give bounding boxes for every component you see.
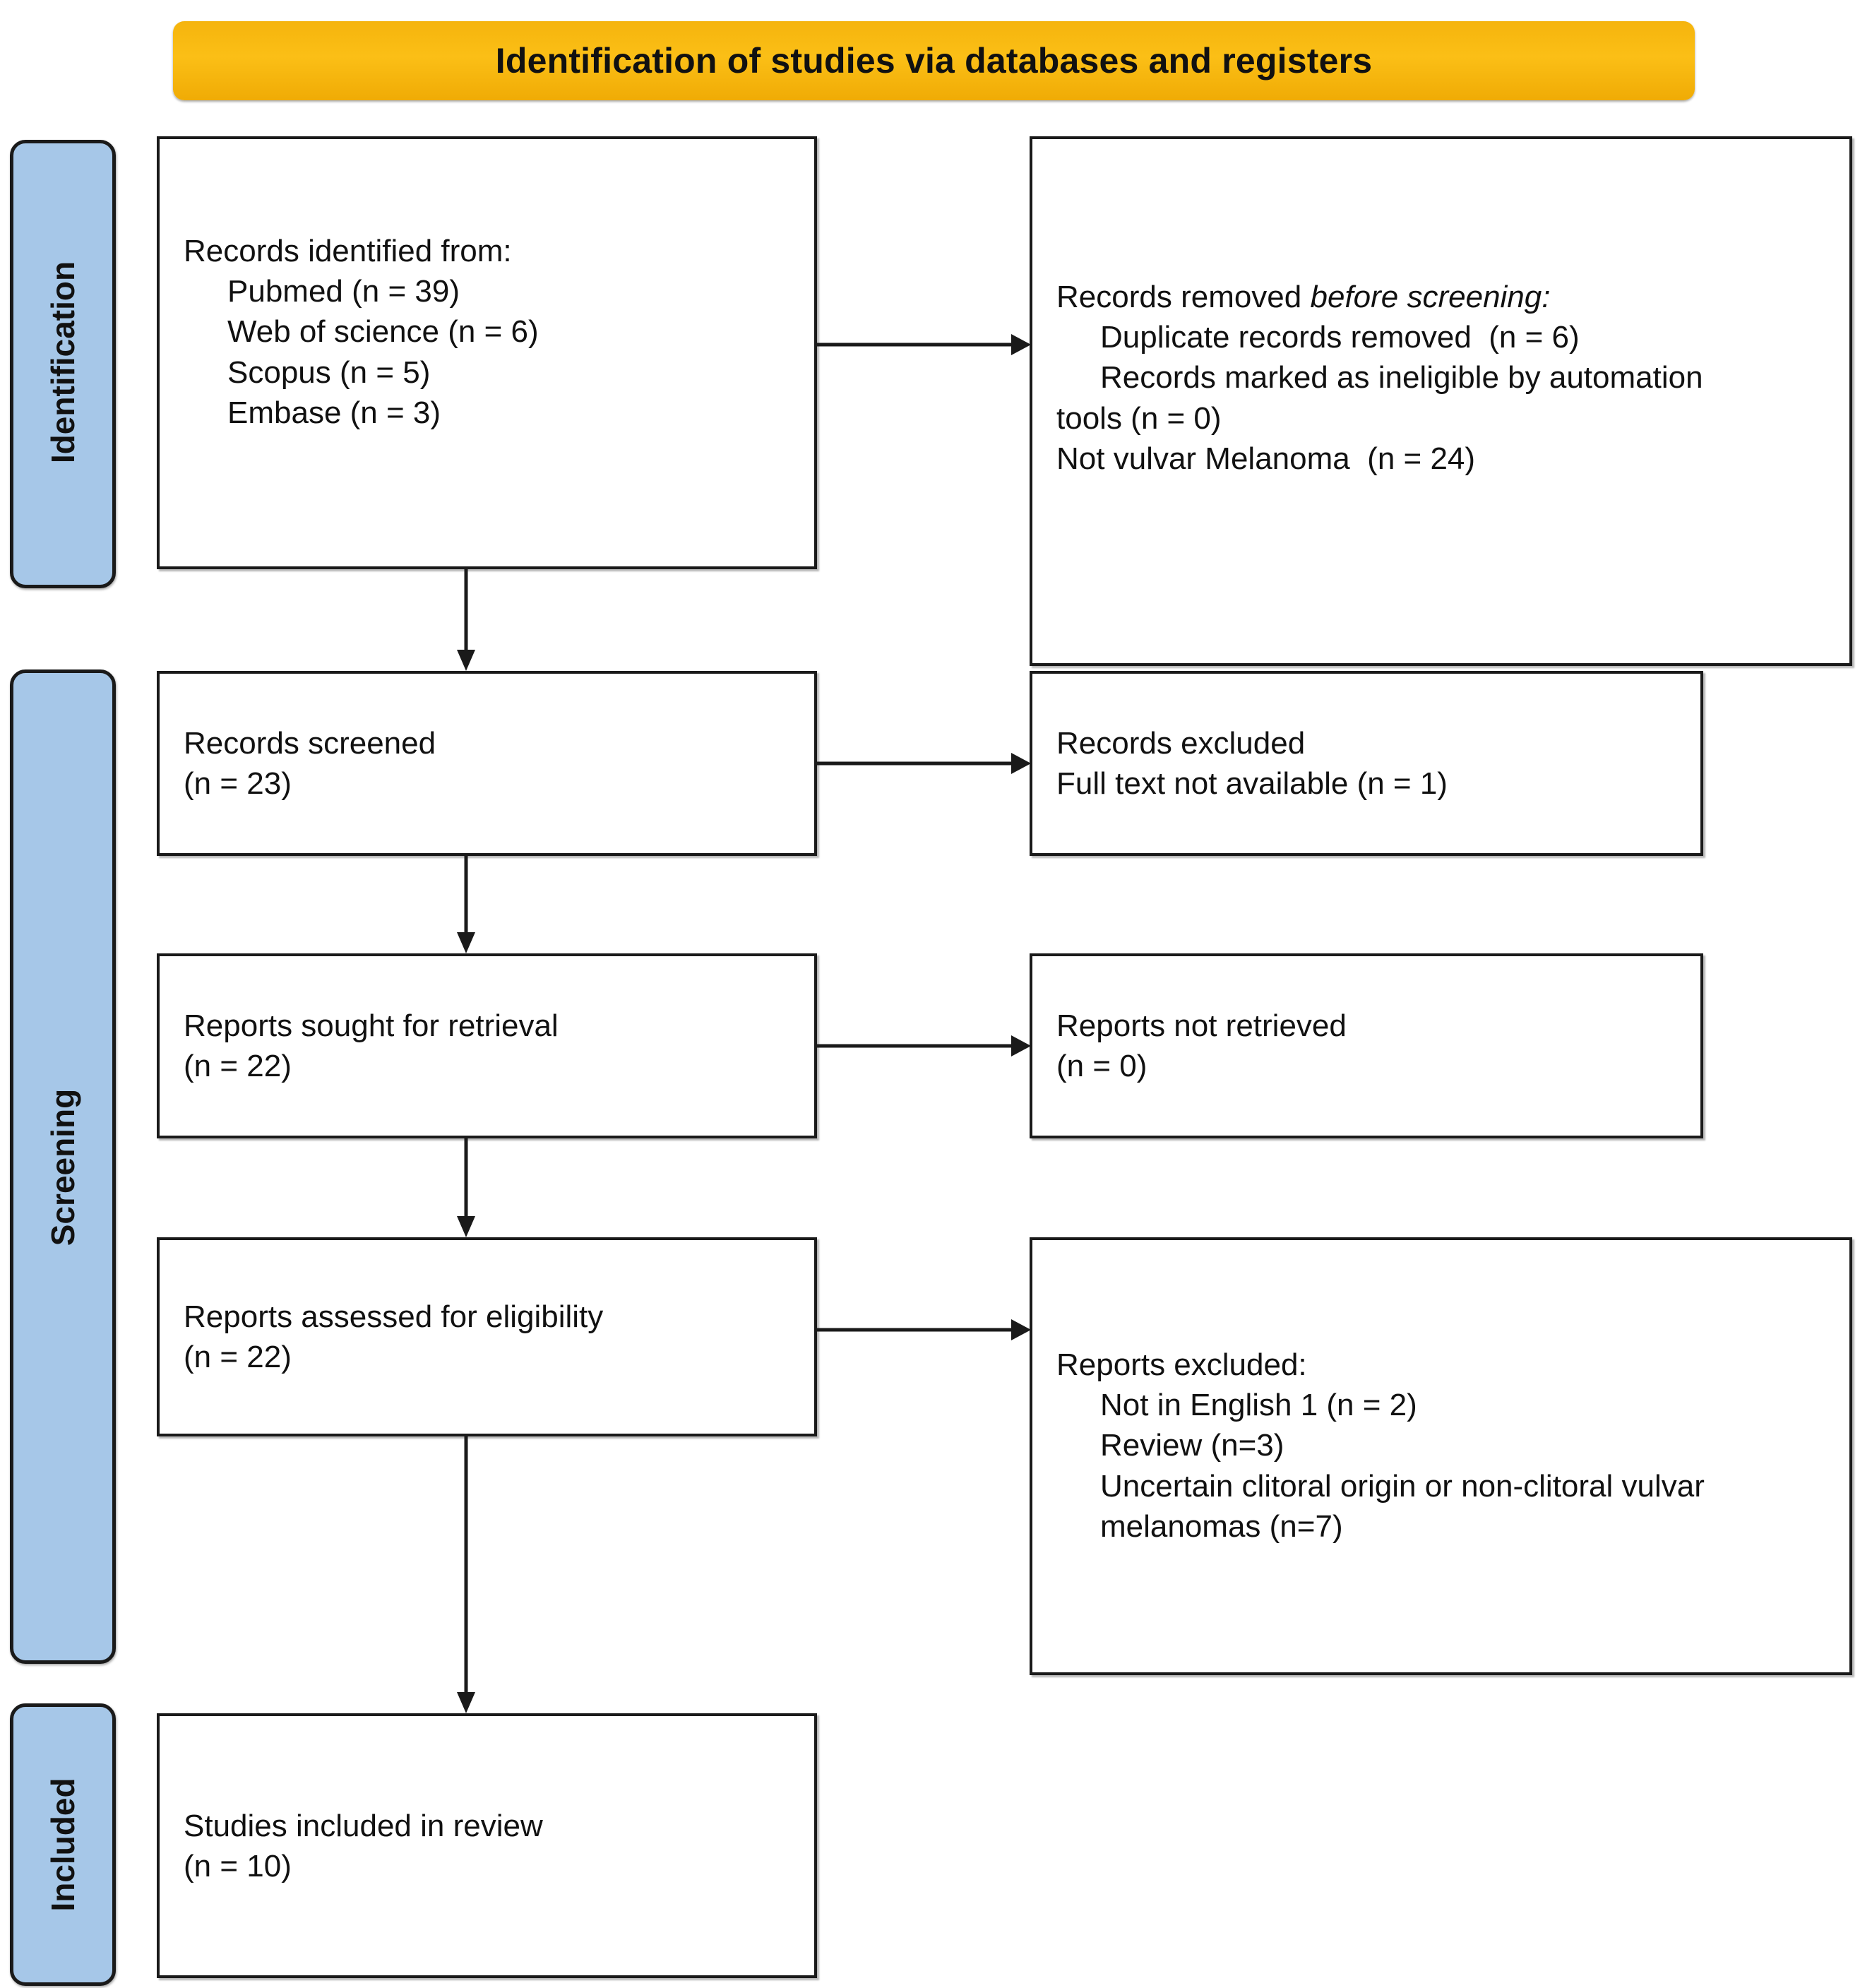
box-records-screened-text: Records screened (n = 23) (184, 723, 801, 804)
arrow-identified-to-removed (817, 332, 1031, 357)
line-studies-included-1: (n = 10) (184, 1848, 292, 1883)
box-reports-excluded-text: Reports excluded: Not in English 1 (n = … (1056, 1345, 1837, 1547)
line-records-removed-0-emphasis: before screening: (1310, 280, 1551, 314)
box-reports-assessed-text: Reports assessed for eligibility (n = 22… (184, 1297, 801, 1377)
line-records-removed-0: Records removed before screening: (1056, 280, 1551, 314)
box-reports-sought: Reports sought for retrieval (n = 22) (157, 953, 817, 1138)
box-records-excluded: Records excluded Full text not available… (1030, 671, 1703, 856)
stage-tab-screening: Screening (10, 669, 116, 1664)
box-reports-excluded: Reports excluded: Not in English 1 (n = … (1030, 1237, 1852, 1675)
box-records-identified-text: Records identified from: Pubmed (n = 39)… (184, 231, 801, 433)
line-reports-excluded-2: Review (n=3) (1100, 1428, 1284, 1463)
arrow-sought-to-not-retrieved (817, 1033, 1031, 1059)
line-records-excluded-0: Records excluded (1056, 725, 1306, 761)
line-records-identified-4: Embase (n = 3) (227, 395, 441, 430)
line-records-removed-3: tools (n = 0) (1056, 400, 1222, 436)
line-records-identified-2: Web of science (n = 6) (227, 314, 539, 350)
line-studies-included-0: Studies included in review (184, 1808, 543, 1843)
line-reports-sought-1: (n = 22) (184, 1049, 292, 1083)
stage-tab-identification: Identification (10, 140, 116, 588)
arrow-screened-to-sought (453, 856, 479, 953)
line-reports-assessed-1: (n = 22) (184, 1340, 292, 1374)
box-records-excluded-text: Records excluded Full text not available… (1056, 723, 1688, 804)
box-records-removed: Records removed before screening: Duplic… (1030, 136, 1852, 666)
arrow-assessed-to-excluded (817, 1317, 1031, 1343)
box-reports-not-retrieved-text: Reports not retrieved (n = 0) (1056, 1006, 1688, 1086)
line-records-removed-4: Not vulvar Melanoma (n = 24) (1056, 441, 1476, 476)
box-reports-not-retrieved: Reports not retrieved (n = 0) (1030, 953, 1703, 1138)
line-reports-sought-0: Reports sought for retrieval (184, 1008, 559, 1043)
box-records-removed-text: Records removed before screening: Duplic… (1056, 277, 1837, 479)
stage-tab-included: Included (10, 1703, 116, 1986)
line-records-removed-1: Duplicate records removed (n = 6) (1100, 320, 1580, 355)
box-studies-included: Studies included in review (n = 10) (157, 1713, 817, 1978)
diagram-header-banner: Identification of studies via databases … (173, 21, 1695, 100)
arrow-assessed-to-included (453, 1436, 479, 1713)
box-records-identified: Records identified from: Pubmed (n = 39)… (157, 136, 817, 569)
line-records-removed-2: Records marked as ineligible by automati… (1100, 360, 1703, 395)
line-reports-not-retrieved-1: (n = 0) (1056, 1049, 1147, 1083)
stage-label-included: Included (44, 1778, 81, 1912)
box-reports-assessed: Reports assessed for eligibility (n = 22… (157, 1237, 817, 1436)
arrow-screened-to-excluded (817, 751, 1031, 776)
box-records-screened: Records screened (n = 23) (157, 671, 817, 856)
line-reports-not-retrieved-0: Reports not retrieved (1056, 1008, 1347, 1043)
line-records-screened-1: (n = 23) (184, 766, 292, 801)
line-reports-excluded-0: Reports excluded: (1056, 1347, 1307, 1382)
arrow-identified-to-screened (453, 569, 479, 671)
box-reports-sought-text: Reports sought for retrieval (n = 22) (184, 1006, 801, 1086)
page-title: Identification of studies via databases … (495, 41, 1373, 81)
line-reports-excluded-3: Uncertain clitoral origin or non-clitora… (1100, 1468, 1705, 1504)
line-records-identified-1: Pubmed (n = 39) (227, 274, 460, 309)
line-records-identified-3: Scopus (n = 5) (227, 355, 431, 390)
line-reports-excluded-4: melanomas (n=7) (1100, 1508, 1343, 1544)
line-reports-excluded-1: Not in English 1 (n = 2) (1100, 1388, 1417, 1423)
box-studies-included-text: Studies included in review (n = 10) (184, 1805, 801, 1886)
stage-label-screening: Screening (44, 1088, 81, 1246)
arrow-sought-to-assessed (453, 1138, 479, 1237)
line-records-identified-0: Records identified from: (184, 234, 512, 268)
line-records-screened-0: Records screened (184, 725, 436, 761)
stage-label-identification: Identification (44, 261, 81, 464)
line-records-excluded-1: Full text not available (n = 1) (1056, 766, 1448, 801)
line-reports-assessed-0: Reports assessed for eligibility (184, 1299, 604, 1334)
